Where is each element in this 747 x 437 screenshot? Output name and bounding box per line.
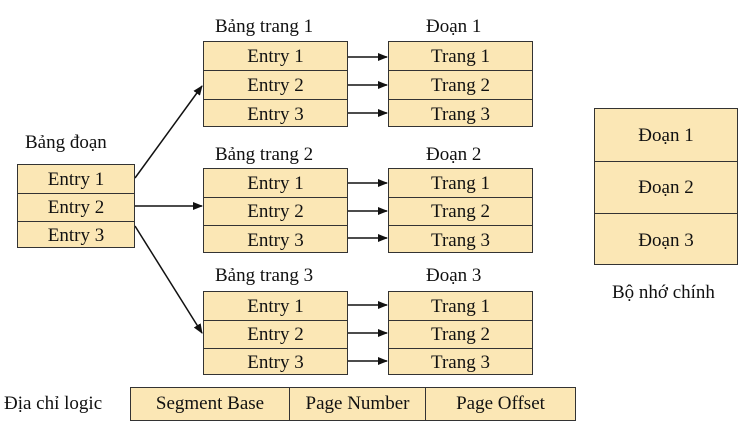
page-table-3-title: Bảng trang 3 [215,265,314,286]
page-table-1-title: Bảng trang 1 [215,16,314,37]
segment-3-page-2: Trang 2 [389,320,532,348]
arrow-entry3-to-page-table-3 [134,225,203,334]
segment-1-title: Đoạn 1 [426,16,482,37]
segment-3-page-1: Trang 1 [431,295,490,317]
page-table-2-entry-3: Entry 3 [204,225,347,254]
segment-2-page-3: Trang 3 [389,225,532,254]
page-table-1: Entry 1 Entry 2 Entry 3 [203,41,348,127]
page-table-2-title: Bảng trang 2 [215,144,314,165]
page-table-2-entry-1: Entry 1 [247,172,304,194]
main-memory-segment-2: Đoạn 2 [595,161,737,213]
main-memory-title: Bộ nhớ chính [612,282,715,303]
segment-table-title: Bảng đoạn [25,132,107,153]
segment-3-title: Đoạn 3 [426,265,482,286]
segment-1-page-2: Trang 2 [389,70,532,99]
page-table-3-entry-1: Entry 1 [247,295,304,317]
segment-2-title: Đoạn 2 [426,144,482,165]
segment-3: Trang 1 Trang 2 Trang 3 [388,291,533,375]
segment-table: Entry 1 Entry 2 Entry 3 [17,164,135,248]
page-table-3-entry-3: Entry 3 [204,348,347,376]
page-offset-field: Page Offset [425,388,575,420]
segment-table-entry-1: Entry 1 [47,168,105,190]
segment-3-page-3: Trang 3 [389,348,532,376]
main-memory: Đoạn 1 Đoạn 2 Đoạn 3 [594,108,738,265]
segment-2-page-1: Trang 1 [431,172,490,194]
main-memory-segment-3: Đoạn 3 [595,213,737,266]
page-table-1-entry-3: Entry 3 [204,99,347,128]
arrow-entry1-to-page-table-1 [134,85,203,179]
segment-table-entry-2: Entry 2 [18,193,134,221]
segment-2: Trang 1 Trang 2 Trang 3 [388,168,533,253]
page-table-2: Entry 1 Entry 2 Entry 3 [203,168,348,253]
page-table-1-entry-1: Entry 1 [247,45,304,67]
main-memory-segment-1: Đoạn 1 [638,124,694,146]
segment-2-page-2: Trang 2 [389,197,532,225]
page-table-3: Entry 1 Entry 2 Entry 3 [203,291,348,375]
segment-1: Trang 1 Trang 2 Trang 3 [388,41,533,127]
logical-address-format: Segment Base Page Number Page Offset [130,387,576,421]
segment-base-field: Segment Base [155,393,265,414]
logical-address-label: Địa chỉ logic [4,393,103,414]
page-number-field: Page Number [289,388,425,420]
segment-1-page-1: Trang 1 [431,45,490,67]
segment-table-entry-3: Entry 3 [18,221,134,249]
page-table-2-entry-2: Entry 2 [204,197,347,225]
page-table-1-entry-2: Entry 2 [204,70,347,99]
segment-1-page-3: Trang 3 [389,99,532,128]
page-table-3-entry-2: Entry 2 [204,320,347,348]
